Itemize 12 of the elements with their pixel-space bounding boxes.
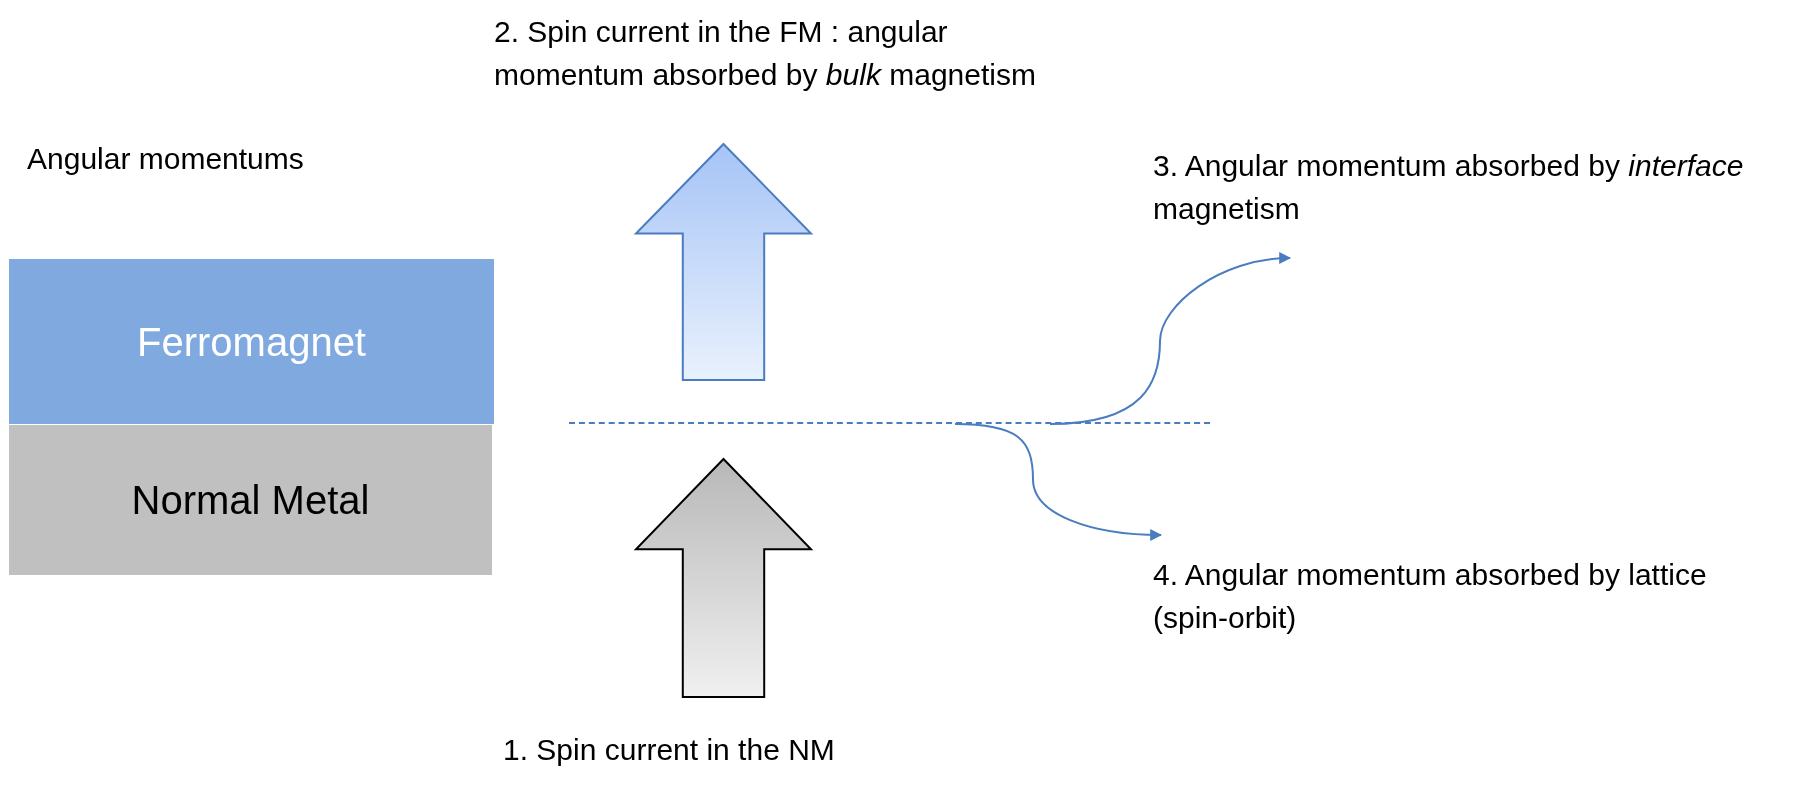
layer-label: Ferromagnet xyxy=(137,318,366,366)
layer-box xyxy=(9,259,494,424)
description-text: 1. Spin current in the NM xyxy=(503,732,836,768)
curved-arrow xyxy=(954,423,1163,541)
description-text: 4. Angular momentum absorbed by lattice (spin-orbit) xyxy=(1153,557,1708,636)
description-text: 3. Angular momentum absorbed by interface magnetism xyxy=(1153,148,1745,227)
layer-box xyxy=(9,425,492,575)
dashed-interface-line xyxy=(569,422,1210,426)
curved-arrow xyxy=(1049,252,1292,425)
heading-label: Angular momentums xyxy=(27,141,304,177)
description-text: 2. Spin current in the FM : angular momentum absorbed by bulk magnetism xyxy=(494,14,1037,93)
layer-label: Normal Metal xyxy=(131,477,370,524)
